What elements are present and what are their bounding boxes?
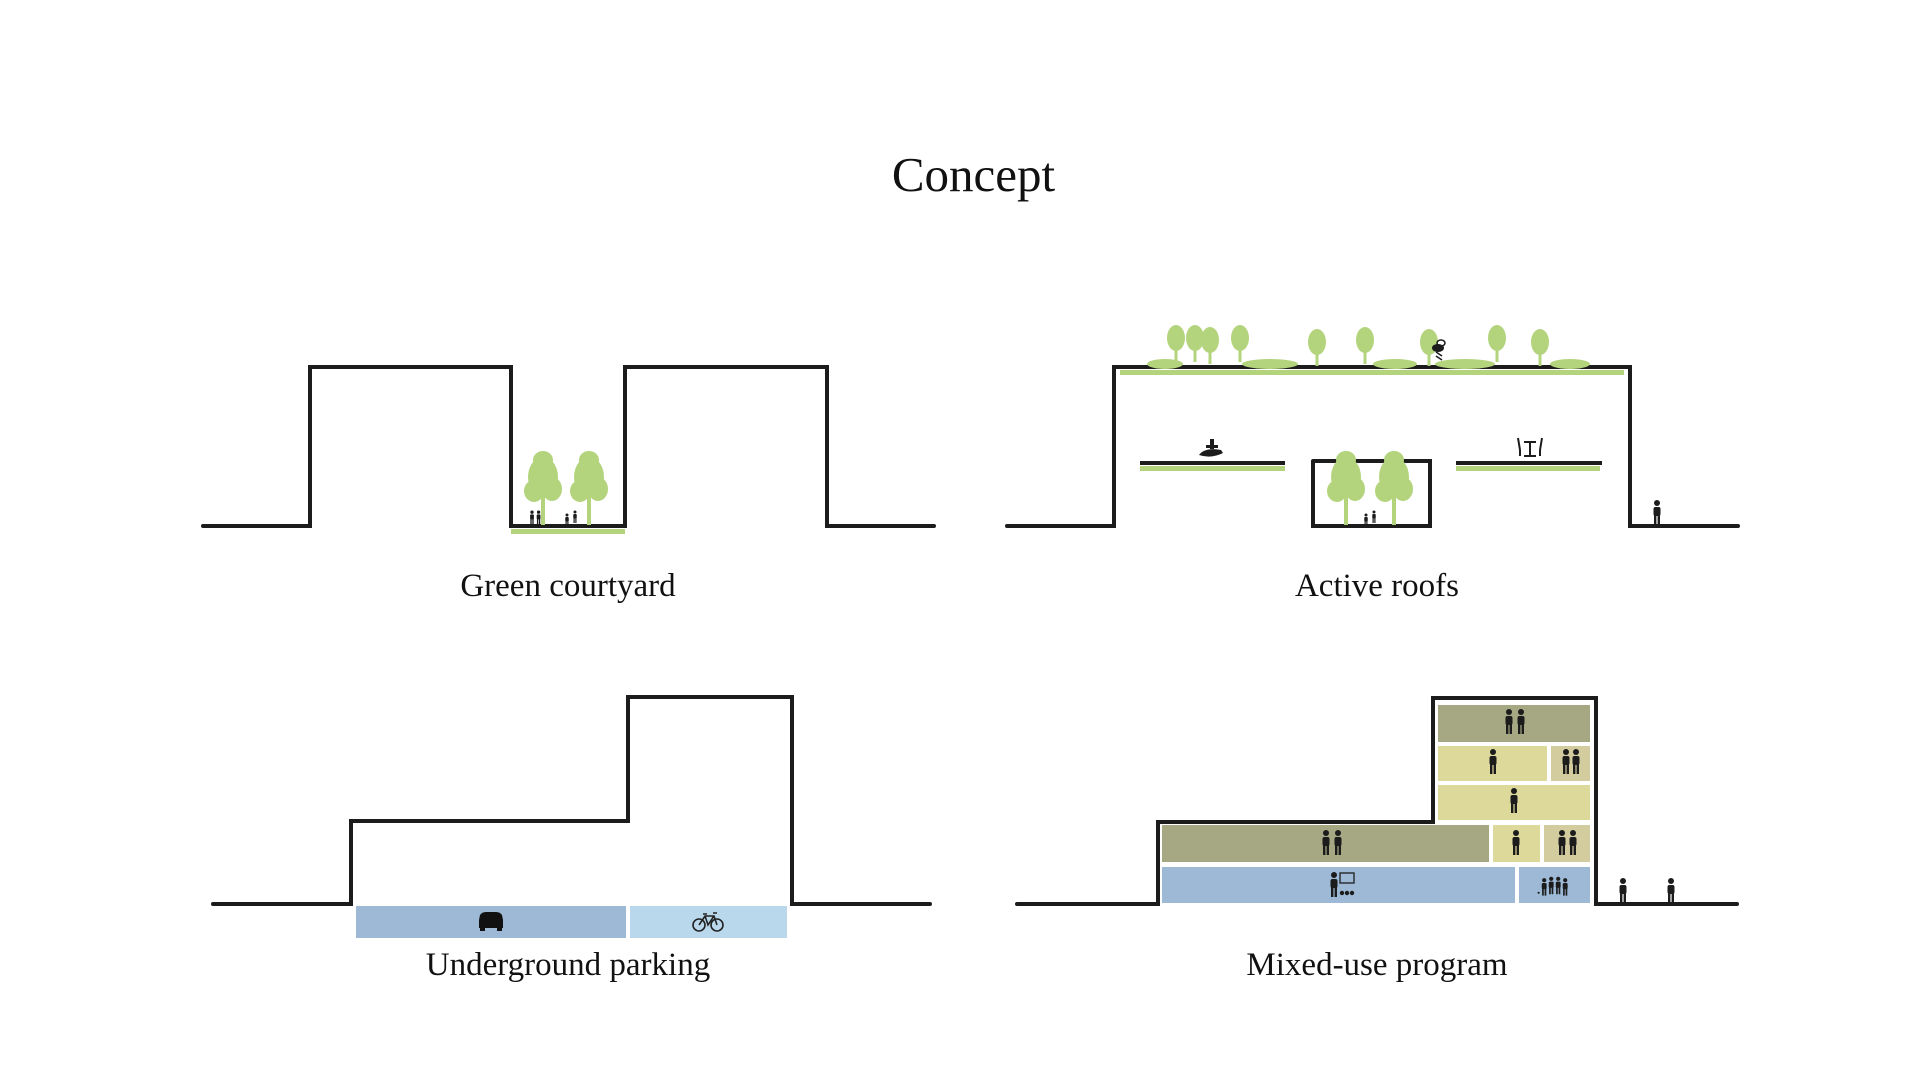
pedestrian-icon xyxy=(1619,878,1627,903)
seesaw-icon xyxy=(1363,510,1377,527)
active-roofs-building-outline xyxy=(1005,365,1740,528)
mixed-use-building-outline xyxy=(1015,696,1739,906)
tree-icon xyxy=(524,451,562,525)
seesaw-icon xyxy=(564,510,578,527)
pedestrian-icon xyxy=(1667,878,1675,903)
plant-in-hand-icon xyxy=(1199,439,1223,457)
courtyard-building-outline xyxy=(201,365,936,528)
label-mixed-use-program: Mixed-use program xyxy=(1246,947,1508,983)
floor-2 xyxy=(1162,825,1590,862)
green-roof-strip xyxy=(1120,370,1624,375)
senior-unit xyxy=(1551,746,1590,781)
label-active-roofs: Active roofs xyxy=(1294,568,1460,604)
bicycle-icon xyxy=(692,912,724,932)
pedestrian-icon xyxy=(1653,500,1661,525)
label-underground-parking: Underground parking xyxy=(425,947,711,983)
courtyard-lawn xyxy=(511,529,625,534)
residential-unit xyxy=(1438,705,1590,742)
parking-building-outline xyxy=(211,695,932,906)
panel-mixed-use-program xyxy=(1015,696,1739,906)
right-roof-terrace xyxy=(1456,461,1602,465)
table-chairs-icon xyxy=(1517,437,1543,457)
left-roof-terrace xyxy=(1140,461,1285,465)
school-unit xyxy=(1162,867,1515,903)
bike-parking-zone xyxy=(630,906,787,938)
daycare-unit xyxy=(1519,867,1590,903)
floor-1 xyxy=(1162,867,1590,903)
people-playing-icon xyxy=(530,510,541,525)
panel-active-roofs xyxy=(1005,325,1740,528)
car-icon xyxy=(479,912,503,931)
label-green-courtyard: Green courtyard xyxy=(460,568,676,604)
senior-unit xyxy=(1544,825,1590,862)
floor-5 xyxy=(1438,705,1590,742)
panel-green-courtyard xyxy=(201,365,936,534)
tree-icon xyxy=(570,451,608,525)
right-terrace-green xyxy=(1456,466,1600,471)
rooftop-trees-icon xyxy=(1147,325,1590,369)
family-icon xyxy=(1537,876,1568,896)
left-terrace-green xyxy=(1140,466,1285,471)
page-title: Concept xyxy=(891,147,1056,202)
bee-icon xyxy=(1432,339,1446,361)
classroom-icon xyxy=(1330,872,1355,897)
panel-underground-parking xyxy=(211,695,932,938)
